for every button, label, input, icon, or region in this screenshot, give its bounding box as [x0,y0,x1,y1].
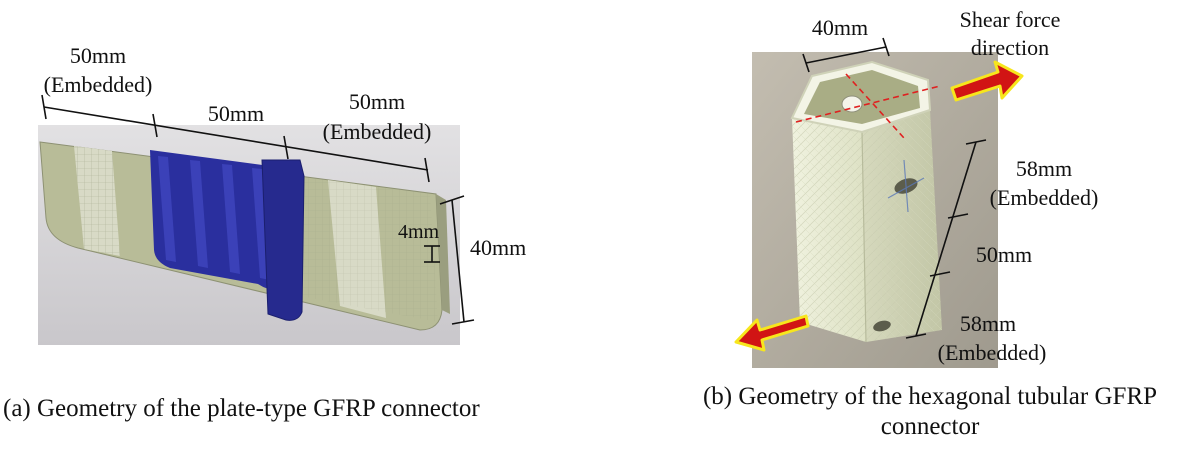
caption-a: (a) Geometry of the plate-type GFRP conn… [3,395,480,422]
plate-width-label: 40mm [470,235,527,260]
blue-spacer [150,150,305,321]
caption-b-line1: (b) Geometry of the hexagonal tubular GF… [702,383,1158,410]
plate-photo [38,125,460,345]
tube-dimension-lines [802,37,987,339]
dim-width-tick-top [439,195,465,205]
shear-force-label-line1: Shear force [959,7,1061,32]
dim-line-top [43,106,429,171]
plate-right-length-label: 50mm [348,89,406,114]
tube-lower-embedded-note: (Embedded) [937,340,1047,365]
tube-hole-top [841,95,863,113]
tube-centerlines [795,73,941,139]
caption-b-line2: connector [880,413,980,440]
plate-grid-right [290,175,438,322]
caption-b: (b) Geometry of the hexagonal tubular GF… [660,382,1200,442]
plate-left-length-label: 50mm [69,43,127,68]
tube-middle-length-label: 50mm [975,242,1033,267]
dim-width-line [451,199,465,323]
tube-hole-bottom [873,320,891,332]
plate-grid-left [74,146,120,256]
dim-tick-0 [41,94,47,120]
tube-top-width-label: 40mm [811,15,869,40]
shear-force-arrow-top [950,60,1024,102]
tube-interior [804,70,920,124]
tube-upper-length-label: 58mm [1015,156,1073,181]
dim-tick-2 [283,135,289,160]
tube-photo [752,52,998,368]
plate-right-embedded-note: (Embedded) [322,119,432,144]
shear-force-arrow-bottom [734,314,810,352]
tube-lower-length-label: 58mm [959,311,1017,336]
dim-width-tick-bottom [451,319,475,325]
dim-tick-3 [424,157,430,183]
dim-tube-length [915,141,977,337]
dim-tick-1 [152,113,158,138]
plate-edge [436,194,450,314]
dim-top-width [805,46,887,64]
plate-dimension-lines [41,94,475,325]
plate-thickness-label: 4mm [398,221,440,243]
plate-left-embedded-note: (Embedded) [43,72,153,97]
plate-middle-length-label: 50mm [207,101,265,126]
tube-upper-embedded-note: (Embedded) [989,185,1099,210]
shear-force-label-line2: direction [970,35,1050,60]
